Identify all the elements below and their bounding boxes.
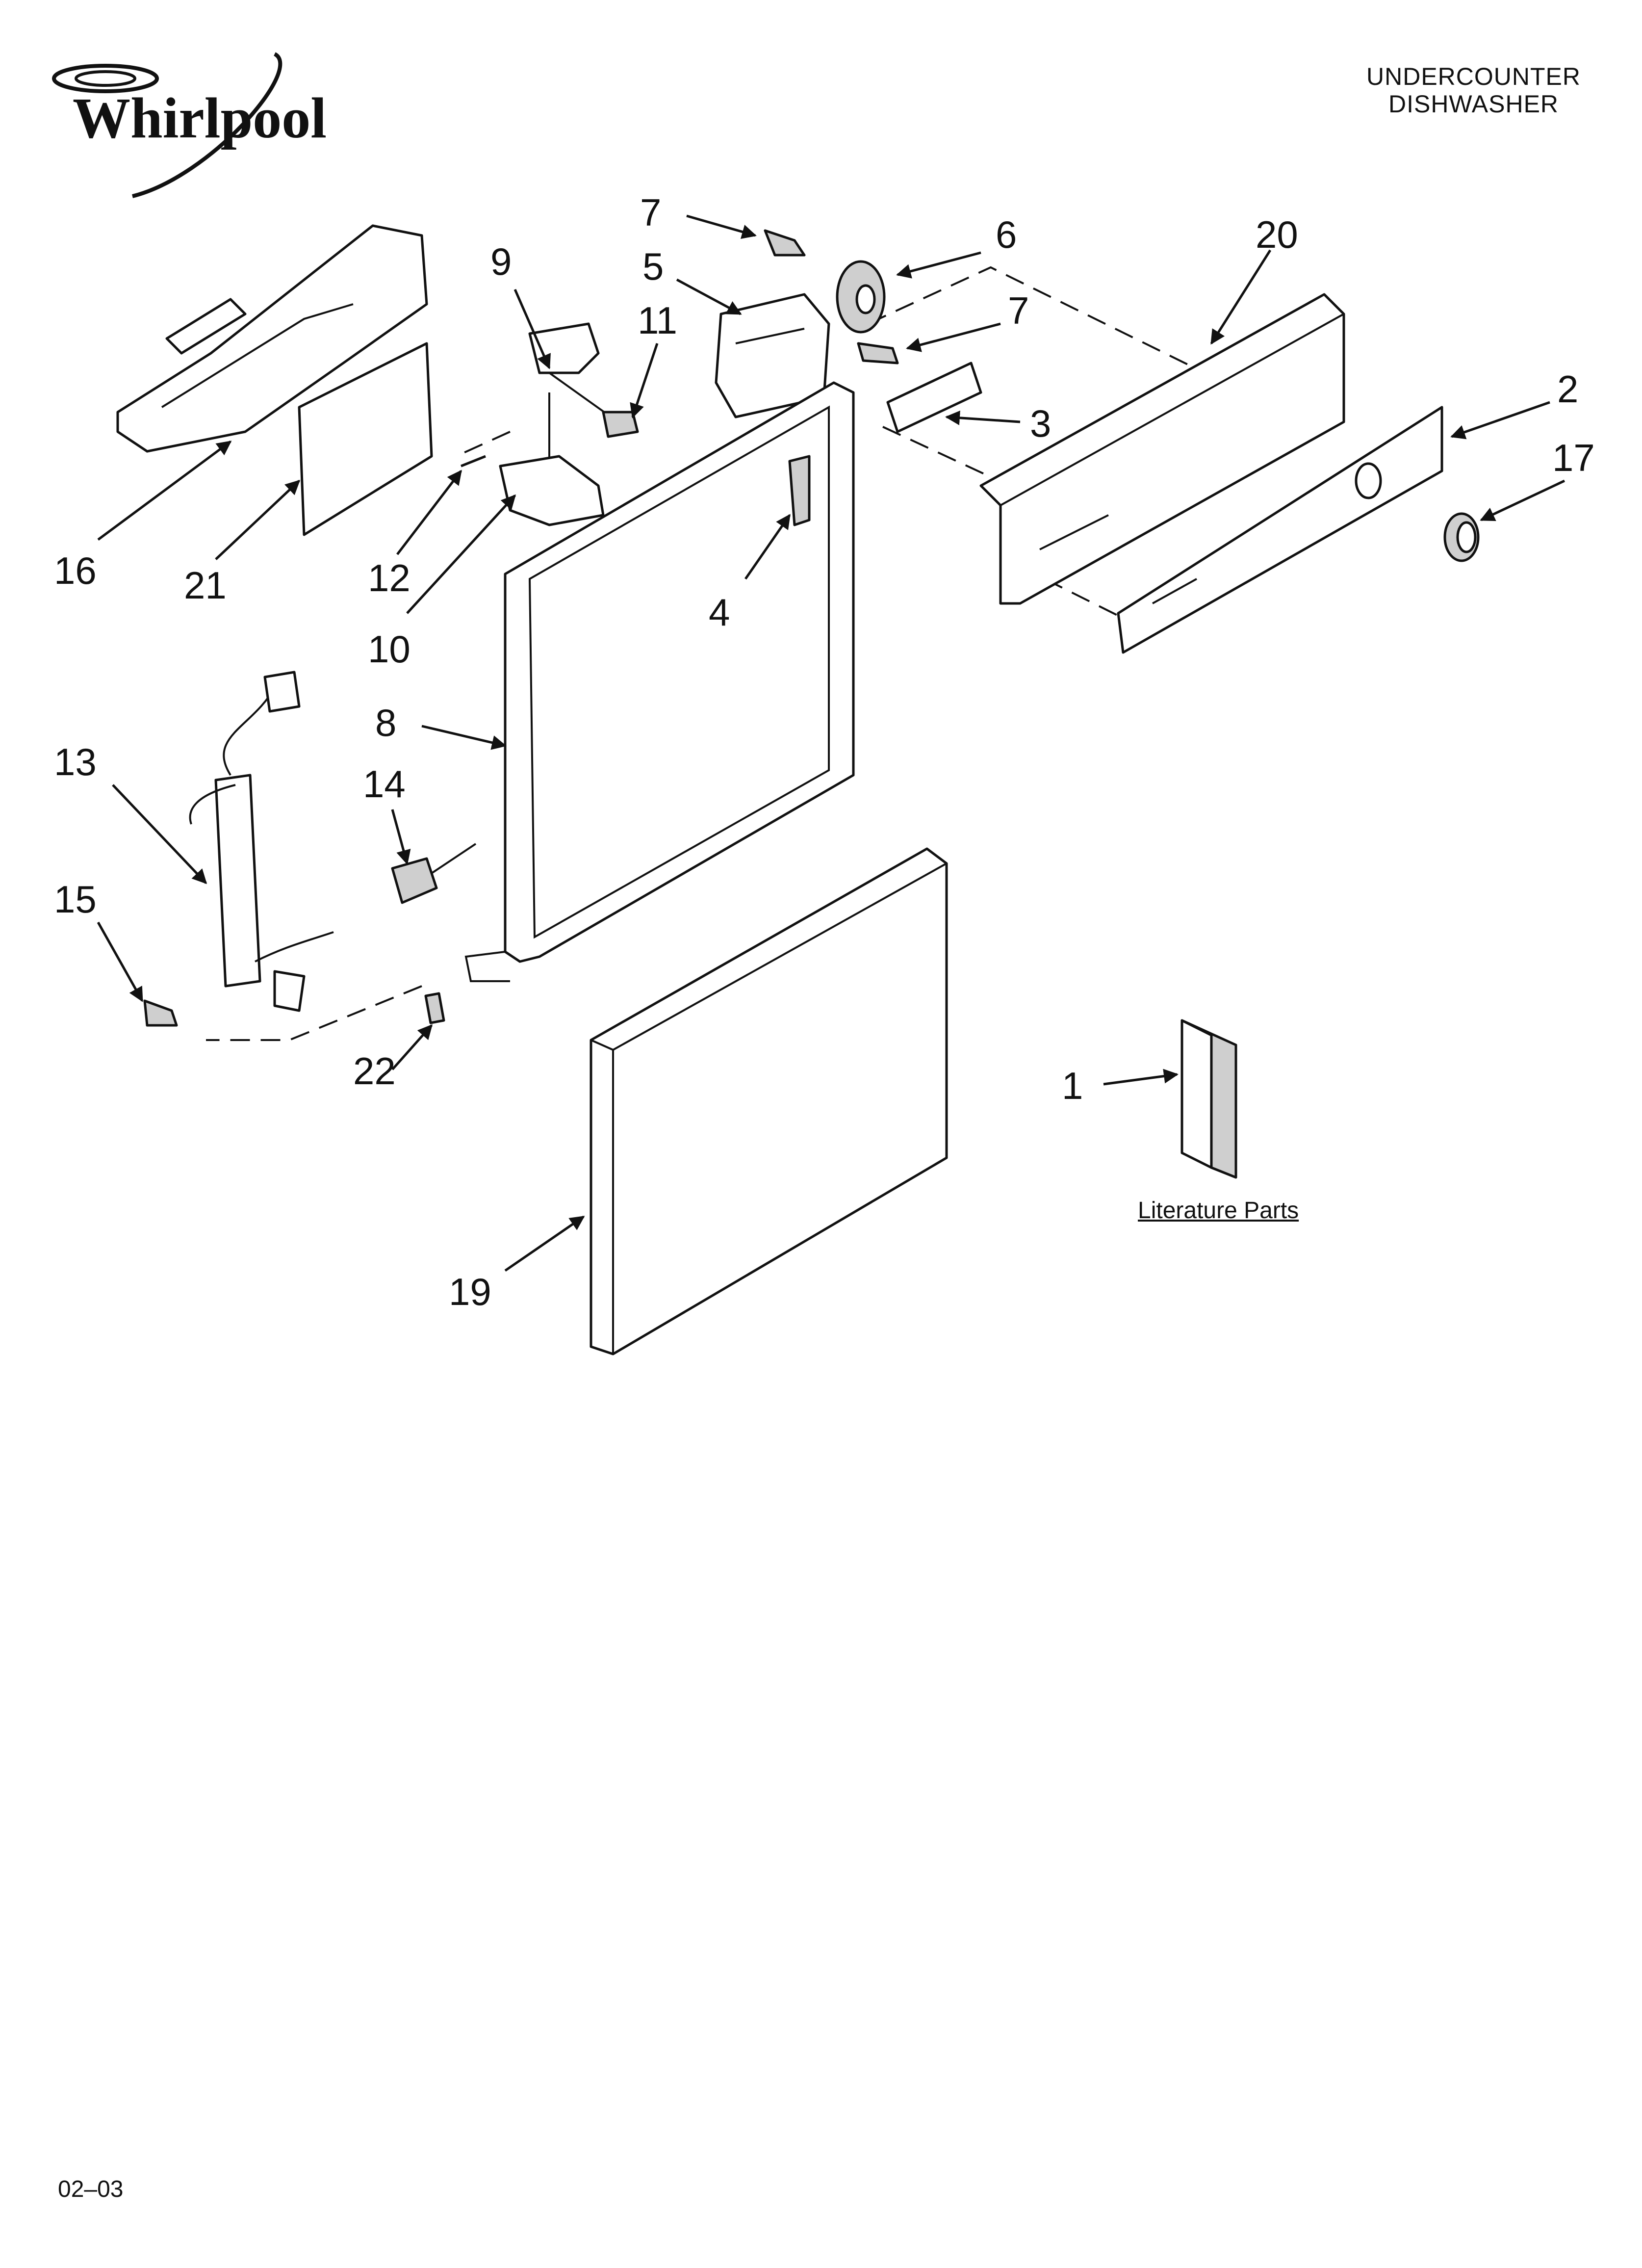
callout-13: 13 (54, 740, 97, 783)
callout-20: 20 (1256, 213, 1298, 256)
callout-11: 11 (638, 299, 677, 342)
callout-22: 22 (353, 1049, 396, 1093)
callout-8: 8 (375, 701, 396, 744)
callout-6: 6 (996, 213, 1017, 256)
literature-parts-label: Literature Parts (1138, 1198, 1299, 1224)
part-17-knob (1443, 512, 1480, 562)
callout-labels: 7 6 20 9 5 11 7 2 17 3 16 21 12 10 4 8 1… (54, 191, 1595, 1313)
callout-7-mid: 7 (1008, 289, 1029, 332)
part-13-harness (189, 671, 334, 1012)
callout-17: 17 (1552, 436, 1595, 479)
whirlpool-logo: Whirlpool (52, 52, 327, 198)
callout-15: 15 (54, 878, 97, 921)
date-code: 02–03 (58, 2176, 124, 2202)
part-20-console (979, 293, 1345, 605)
part-21-panel (298, 342, 433, 536)
title-line-2: DISHWASHER (1388, 90, 1559, 118)
callout-16: 16 (54, 549, 97, 592)
part-2-panel (1117, 406, 1443, 654)
part-19-door-panel (590, 847, 948, 1356)
callout-19: 19 (449, 1270, 491, 1313)
callout-9: 9 (490, 240, 512, 283)
callout-1: 1 (1062, 1064, 1083, 1107)
part-7-screw-top (764, 229, 806, 257)
callout-12: 12 (368, 556, 410, 600)
part-1-literature (1180, 1019, 1237, 1179)
part-6-knob (836, 260, 886, 334)
part-7-screw-mid (857, 342, 899, 365)
callout-14: 14 (363, 762, 406, 806)
part-9-latch (528, 322, 619, 423)
part-8-door-frame (464, 381, 855, 982)
part-4-hook (788, 455, 811, 526)
title-line-1: UNDERCOUNTER (1366, 63, 1581, 90)
callout-21: 21 (184, 564, 227, 607)
callout-3: 3 (1030, 402, 1051, 445)
part-15-screw (143, 999, 178, 1027)
part-16-top-cover (116, 224, 428, 453)
callout-5: 5 (642, 245, 664, 288)
callout-7-top: 7 (640, 191, 661, 234)
part-22-clip (424, 992, 445, 1024)
callout-4: 4 (709, 591, 730, 634)
part-3-switch (886, 362, 982, 433)
page-title: UNDERCOUNTER DISHWASHER (1366, 63, 1581, 118)
leader-lines (97, 214, 1565, 1272)
callout-10: 10 (368, 627, 410, 671)
part-12-gasket (461, 455, 486, 468)
part-10-bracket (499, 455, 605, 526)
brand-logo-text: Whirlpool (73, 86, 327, 150)
part-11-clip (602, 411, 639, 438)
callout-2: 2 (1557, 367, 1578, 411)
part-14-sensor (391, 843, 477, 904)
